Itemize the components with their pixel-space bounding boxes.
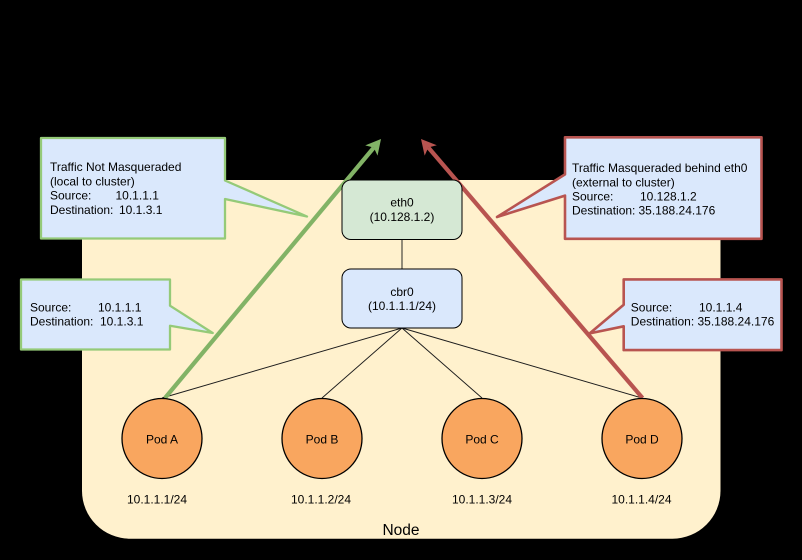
svg-text:10.1.1.4: 10.1.1.4 [699,300,743,314]
svg-text:Pod C: Pod C [465,433,499,447]
svg-text:Source:: Source: [50,189,91,203]
svg-text:(external to cluster): (external to cluster) [572,175,675,189]
svg-text:10.1.1.2/24: 10.1.1.2/24 [291,493,351,507]
svg-text:10.1.1.1: 10.1.1.1 [116,189,160,203]
svg-text:Pod A: Pod A [146,433,178,447]
svg-text:10.1.3.1: 10.1.3.1 [119,203,163,217]
svg-text:35.188.24.176: 35.188.24.176 [639,204,716,218]
svg-text:(10.1.1.1/24): (10.1.1.1/24) [368,299,436,313]
svg-text:Destination:: Destination: [572,204,635,218]
svg-text:10.128.1.2: 10.128.1.2 [640,189,697,203]
svg-text:10.1.1.3/24: 10.1.1.3/24 [452,493,512,507]
svg-text:cbr0: cbr0 [390,285,414,299]
svg-text:eth0: eth0 [390,196,414,210]
svg-text:10.1.1.4/24: 10.1.1.4/24 [611,493,671,507]
svg-text:Destination:: Destination: [631,315,694,329]
svg-text:35.188.24.176: 35.188.24.176 [698,315,775,329]
svg-text:Source:: Source: [30,300,71,314]
svg-text:Node: Node [382,522,419,539]
svg-text:(10.128.1.2): (10.128.1.2) [370,210,435,224]
svg-text:Pod B: Pod B [306,433,339,447]
svg-text:10.1.1.1/24: 10.1.1.1/24 [127,493,187,507]
svg-text:Traffic Masqueraded behind eth: Traffic Masqueraded behind eth0 [572,161,748,175]
svg-text:(local to cluster): (local to cluster) [50,174,135,188]
svg-text:Source:: Source: [631,300,672,314]
svg-text:Destination:: Destination: [50,203,113,217]
svg-text:10.1.3.1: 10.1.3.1 [100,315,144,329]
svg-text:10.1.1.1: 10.1.1.1 [98,300,142,314]
svg-text:Destination:: Destination: [30,315,93,329]
svg-text:Source:: Source: [572,189,613,203]
svg-text:Pod D: Pod D [625,433,659,447]
svg-text:Traffic Not Masqueraded: Traffic Not Masqueraded [50,160,181,174]
